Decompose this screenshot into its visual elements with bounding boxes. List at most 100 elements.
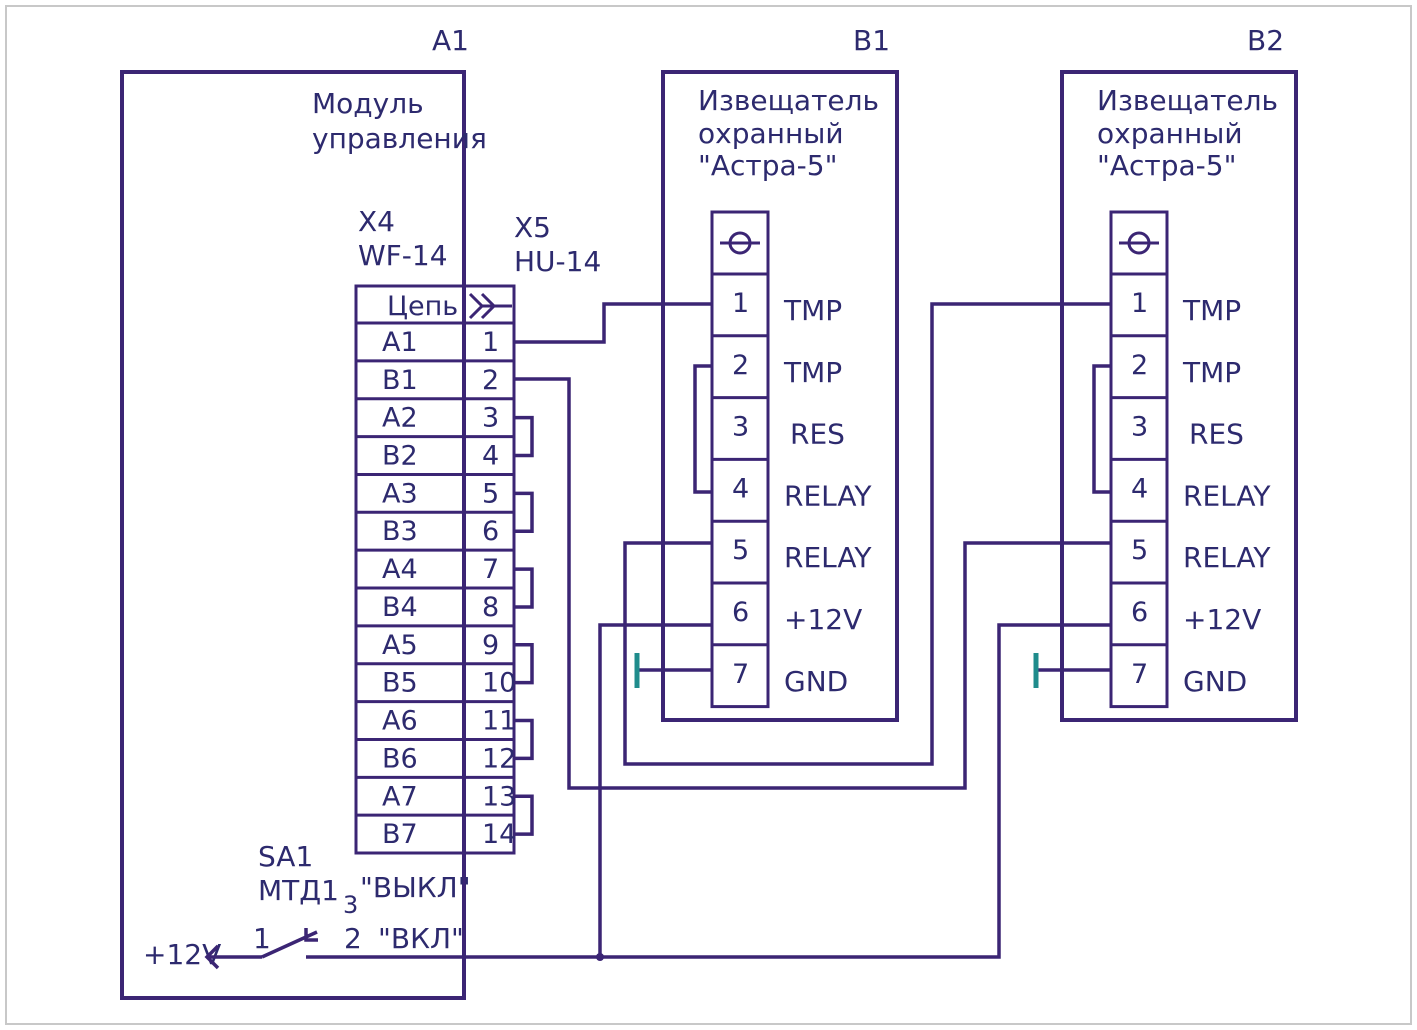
designator-b2: B2 (1247, 24, 1284, 57)
terminal-label: RELAY (1183, 541, 1271, 574)
terminal-number: 3 (1131, 412, 1148, 443)
connector-bridge (514, 491, 534, 533)
jumper-b2-2-4 (1092, 364, 1111, 494)
connector-row-name: B4 (382, 592, 418, 623)
connector-row-name: A5 (382, 630, 418, 661)
jumper-b1-2-4 (693, 364, 712, 494)
detector-b1-title-line3: "Астра-5" (698, 149, 837, 182)
supply-arrow-icon (204, 944, 262, 970)
switch-type: МТД1 (258, 874, 339, 907)
detector-b1-title-line2: охранный (698, 117, 844, 150)
switch-sa1: SA1 МТД1 3 "ВЫКЛ" 1 2 "ВКЛ" +12V (143, 840, 600, 971)
connector-row-name: B5 (382, 668, 418, 699)
connector-bridge (514, 567, 534, 609)
terminal-label: +12V (1183, 603, 1261, 636)
switch-pin2: 2 (344, 922, 362, 955)
connector-row-name: A7 (382, 781, 418, 812)
connector-row-pin: 4 (482, 441, 499, 472)
connector-x5-type: HU-14 (514, 245, 601, 278)
connector-x4-ref: X4 (358, 205, 395, 238)
outer-frame (5, 5, 1412, 1025)
switch-contact (261, 928, 600, 959)
terminal-number: 7 (1131, 659, 1148, 690)
wire-power-b2 (600, 623, 1111, 959)
connector-row-name: A2 (382, 403, 418, 434)
detector-b2-title-line2: охранный (1097, 117, 1243, 150)
connector-row-pin: 11 (482, 706, 516, 737)
connector-row-pin: 12 (482, 743, 516, 774)
connector-row-pin: 13 (482, 781, 516, 812)
terminal-label: GND (1183, 665, 1247, 698)
connector-row-name: B7 (382, 819, 418, 850)
wires (514, 302, 1111, 961)
connector-row-pin: 7 (482, 554, 499, 585)
switch-pin1: 1 (253, 922, 271, 955)
terminal-label: RES (1189, 418, 1244, 451)
terminal-label: TMP (1182, 294, 1241, 327)
terminal-label: RELAY (784, 541, 872, 574)
terminal-label: +12V (784, 603, 862, 636)
terminal-number: 2 (732, 350, 749, 381)
connector-x4-type: WF-14 (358, 239, 448, 272)
terminal-number: 4 (1131, 473, 1148, 504)
module-a1: A1 Модуль управления X4 WF-14 X5 HU-14 Ц… (120, 24, 601, 1000)
terminal-label: RELAY (784, 479, 872, 512)
terminal-number: 3 (732, 412, 749, 443)
terminal-label: GND (784, 665, 848, 698)
designator-b1: B1 (853, 24, 890, 57)
connector-row-name: A6 (382, 706, 418, 737)
wire-a1-b1-tmp (514, 302, 712, 344)
switch-pin3: 3 (343, 891, 358, 919)
switch-on-label: "ВКЛ" (378, 922, 464, 955)
connector-row-pin: 1 (482, 327, 499, 358)
detector-b2-title-line1: Извещатель (1097, 84, 1278, 117)
switch-off-label: "ВЫКЛ" (360, 871, 471, 904)
connector-row-name: A4 (382, 554, 418, 585)
connector-x5-ref: X5 (514, 211, 551, 244)
connector-bridge (514, 415, 534, 458)
detector-b2-title-line3: "Астра-5" (1097, 149, 1236, 182)
terminal-number: 5 (732, 535, 749, 566)
terminal-label: TMP (1182, 356, 1241, 389)
connector-row-pin: 2 (482, 365, 499, 396)
connector-row-pin: 8 (482, 592, 499, 623)
wire-power-b1 (598, 623, 712, 957)
connector-bridge (514, 794, 534, 836)
wire-b1-b2-relay (514, 377, 1111, 790)
terminal-number: 6 (732, 597, 749, 628)
connector-row-pin: 6 (482, 516, 499, 547)
terminal-number: 2 (1131, 350, 1148, 381)
module-title-line1: Модуль (312, 87, 424, 120)
connector-row-pin: 3 (482, 403, 499, 434)
terminal-label: TMP (783, 294, 842, 327)
connector-row-name: B2 (382, 441, 418, 472)
connector-row-pin: 9 (482, 630, 499, 661)
connector-row-name: B3 (382, 516, 418, 547)
connector-row-pin: 5 (482, 478, 499, 509)
designator-a1: A1 (432, 24, 469, 57)
power-junction (596, 953, 604, 961)
terminal-number: 6 (1131, 597, 1148, 628)
connector-row-name: B6 (382, 743, 418, 774)
connector-row-pin: 10 (482, 668, 516, 699)
terminal-number: 4 (732, 473, 749, 504)
terminal-number: 7 (732, 659, 749, 690)
connector-bridge (514, 718, 534, 761)
terminal-label: RES (790, 418, 845, 451)
detector-b1-box (661, 70, 899, 722)
connector-row-name: B1 (382, 365, 418, 396)
plug-socket-icon (468, 292, 512, 320)
detector-b2-box (1060, 70, 1298, 722)
terminal-number: 1 (732, 288, 749, 319)
terminal-label: RELAY (1183, 479, 1271, 512)
terminal-label: TMP (783, 356, 842, 389)
connector-row-pin: 14 (482, 819, 516, 850)
module-title-line2: управления (312, 122, 487, 155)
connector-row-name: A1 (382, 327, 418, 358)
